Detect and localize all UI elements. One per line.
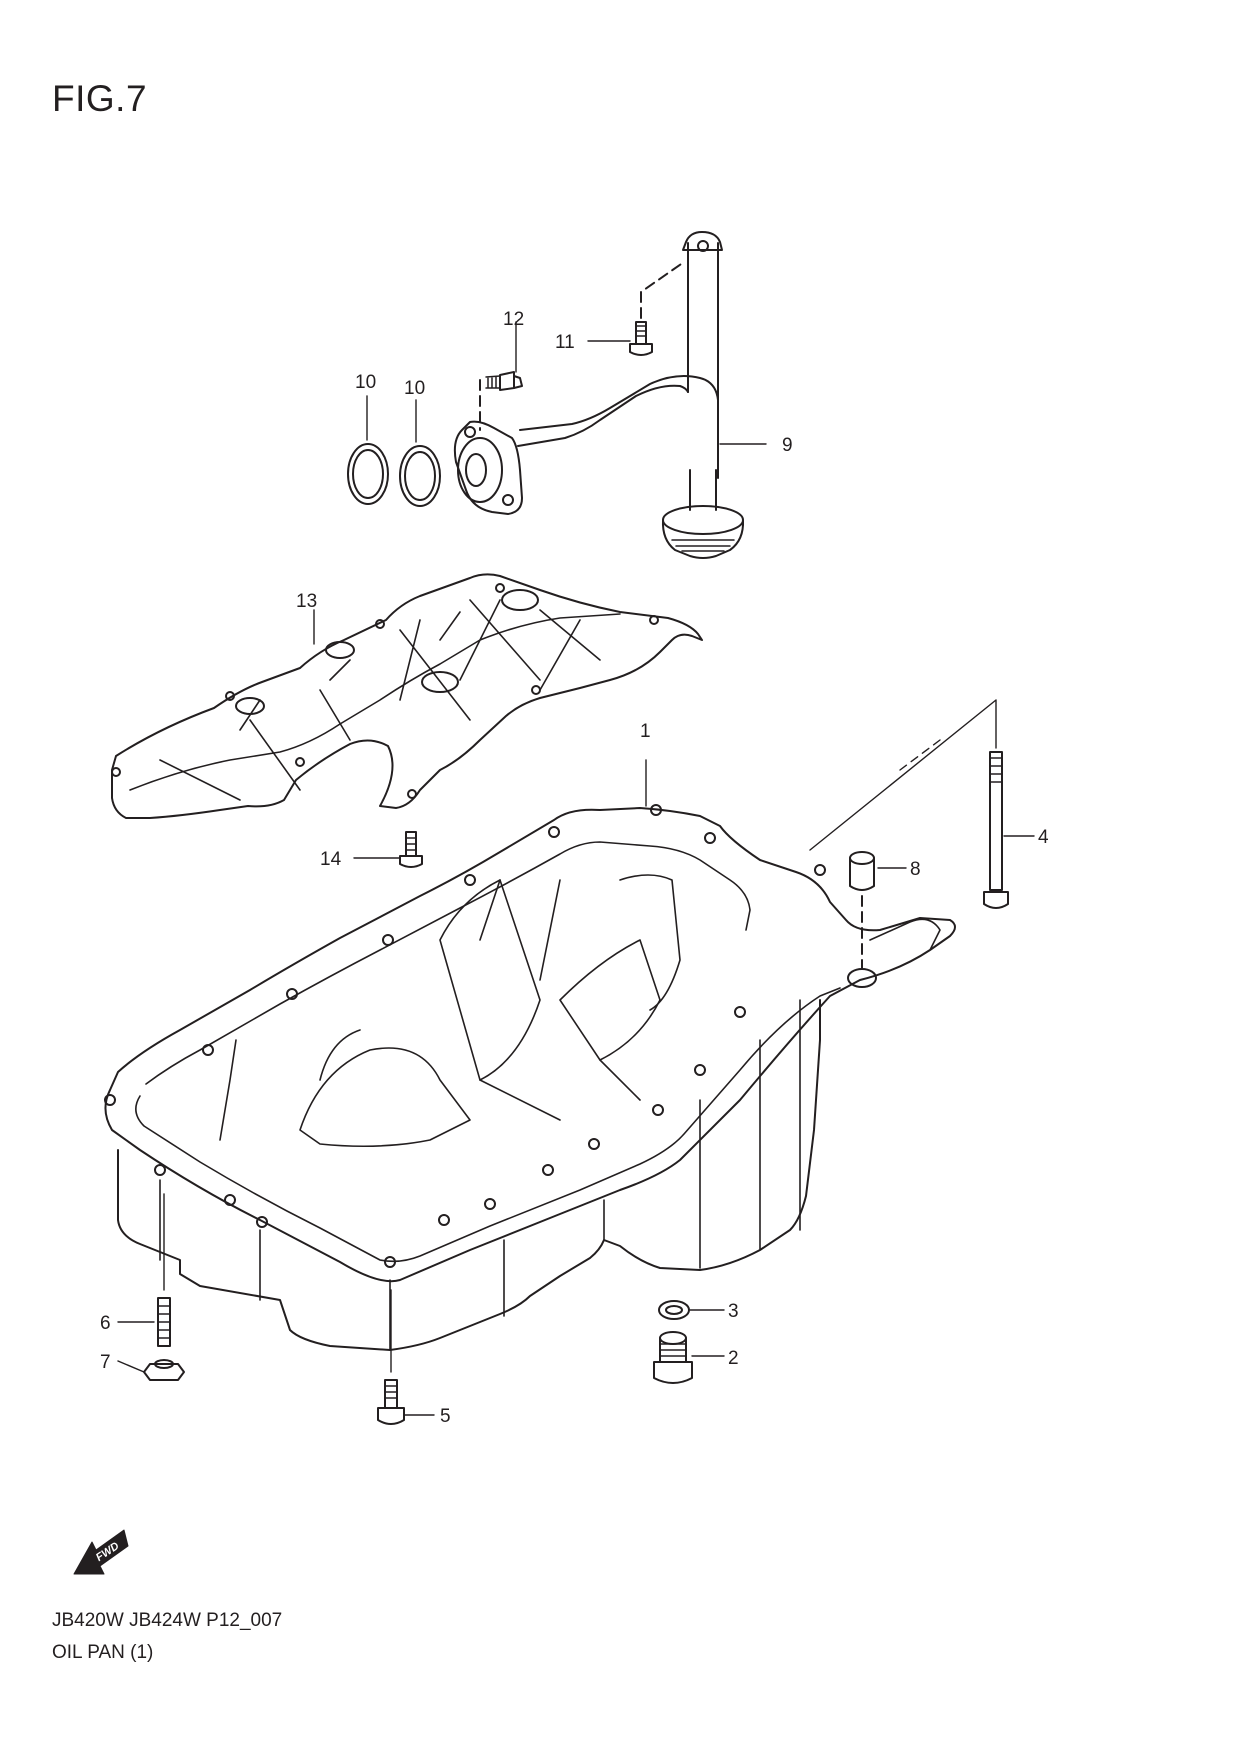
callout-6: 6 [100,1313,111,1334]
callout-3: 3 [728,1301,739,1322]
oil-strainer [453,231,745,559]
diagram-name: OIL PAN (1) [52,1642,154,1663]
long-bolt-4 [809,699,1009,909]
callout-2: 2 [728,1348,739,1369]
oil-pan [104,804,956,1351]
nut-7 [143,1359,185,1381]
callout-1: 1 [640,721,651,742]
callout-9: 9 [782,435,793,456]
bolt-5 [377,1289,405,1425]
callout-4: 4 [1038,827,1049,848]
callout-14: 14 [320,849,342,870]
callout-8: 8 [910,859,921,880]
o-ring-2 [399,445,441,507]
forward-arrow-icon: FWD [73,1529,129,1575]
drain-plug-gasket-3 [658,1300,690,1320]
baffle-plate [111,573,703,819]
callout-13: 13 [296,591,317,612]
o-ring-1 [347,443,389,505]
dowel-pin-8 [849,851,875,969]
callout-5: 5 [440,1406,451,1427]
drain-plug-2 [653,1331,693,1384]
stud-bolt-6 [157,1193,171,1347]
figure-title: FIG.7 [52,78,148,119]
callout-10-right: 10 [404,378,425,399]
callout-10-left: 10 [355,372,376,393]
bolt-14 [399,831,423,868]
bolt-11 [629,261,685,356]
callout-7: 7 [100,1352,111,1373]
diagram-code: JB420W JB424W P12_007 [52,1610,283,1631]
leader-lines [117,321,1035,1416]
bolt-12 [479,371,523,431]
callout-11: 11 [555,332,575,353]
callout-12: 12 [503,309,524,330]
